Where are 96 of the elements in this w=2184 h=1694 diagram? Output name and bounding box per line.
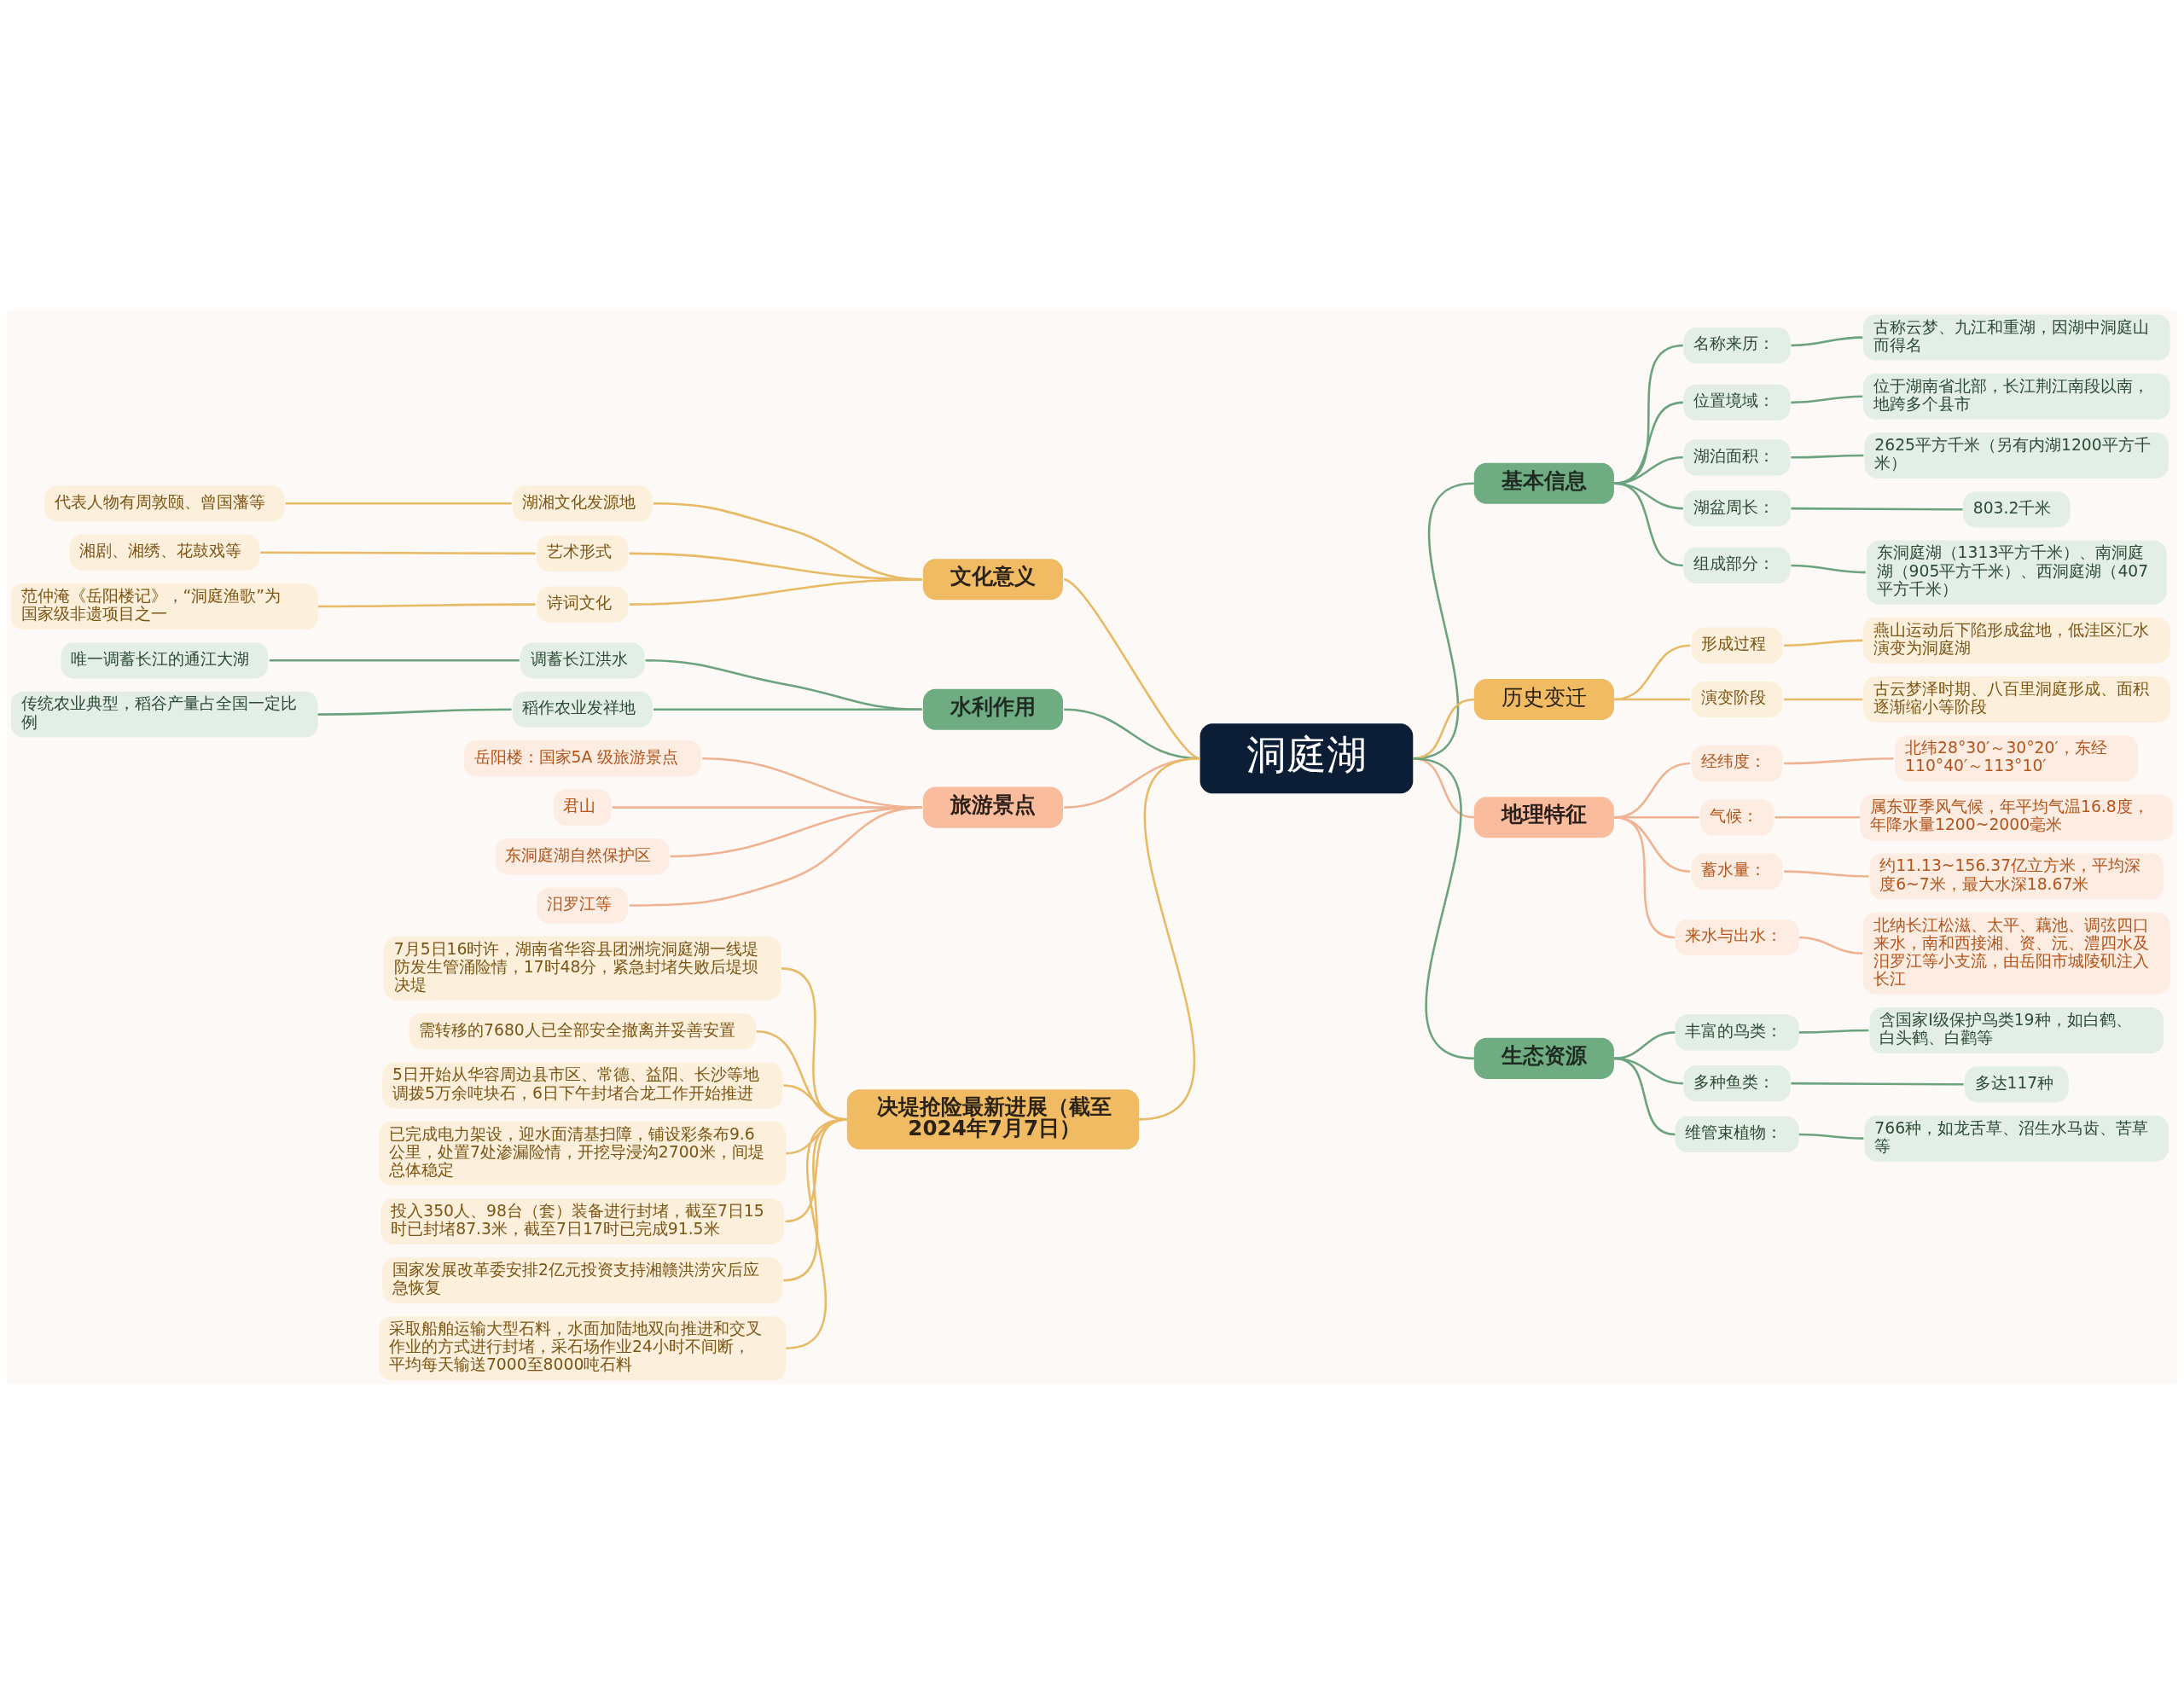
node-box: 艺术形式 (537, 535, 629, 571)
node-box: 含国家Ⅰ级保护鸟类19种，如白鹤、白头鹤、白鹳等 (1869, 1007, 2164, 1053)
node-box: 来水与出水： (1675, 919, 1799, 955)
node-box: 名称来历： (1683, 327, 1791, 363)
node-box: 7月5日16时许，湖南省华容县团洲垸洞庭湖一线堤防发生管涌险情，17时48分，紧急封堵失败后堤坝决堤 (384, 936, 781, 1001)
node-box: 803.2千米 (1963, 490, 2071, 527)
connector (260, 550, 536, 554)
node-box: 丰富的鸟类： (1675, 1013, 1799, 1050)
connector (1784, 639, 1863, 647)
connector (285, 502, 512, 505)
node-box: 北纳长江松滋、太平、藕池、调弦四口来水，南和西接湘、资、沅、澧四水及汨罗江等小支流，由岳阳市城陵矶注入长江 (1862, 912, 2170, 995)
connector (1774, 815, 1861, 819)
node-box: 君山 (553, 789, 612, 826)
connector (317, 602, 536, 607)
node-box: 国家发展改革委安排2亿元投资支持湘赣洪涝灾后应急恢复 (382, 1256, 783, 1303)
node-box: 文化意义 (922, 558, 1063, 600)
connector (1613, 698, 1690, 700)
connector (1613, 401, 1683, 484)
node-box: 演变阶段 (1691, 681, 1783, 717)
connector (317, 707, 512, 716)
connector (1798, 936, 1863, 954)
connector (645, 658, 922, 711)
connector (1413, 757, 1475, 1059)
node-box: 2625平方千米（另有内湖1200平方千米） (1864, 432, 2169, 479)
node-box: 汨罗江等 (537, 886, 629, 924)
connector (269, 658, 520, 662)
node-box: 传统农业典型，稻谷产量占全国一定比例 (10, 691, 318, 738)
connector (1784, 698, 1863, 700)
node-box: 燕山运动后下陷形成盆地，低洼区汇水演变为洞庭湖 (1862, 617, 2170, 664)
connector (1784, 757, 1894, 764)
node-box: 湖湘文化发源地 (512, 484, 653, 521)
connector (786, 1117, 848, 1349)
connector (1613, 482, 1683, 566)
node-box: 代表人物有周敦颐、曾国藩等 (44, 484, 285, 521)
node-box: 多种鱼类： (1683, 1065, 1791, 1101)
node-box: 旅游景点 (922, 786, 1063, 828)
connector (1791, 507, 1963, 511)
node-box: 气候： (1699, 798, 1774, 835)
connector (1064, 757, 1200, 809)
connector (1791, 335, 1863, 346)
node-box: 湖盆周长： (1683, 490, 1791, 526)
node-box: 766种，如龙舌草、沼生水马齿、苦草等 (1864, 1115, 2169, 1162)
node-box: 采取船舶运输大型石料，水面加陆地双向推进和交叉作业的方式进行封堵，采石场作业24小时不间断，平均每天输送7000至8000吨石料 (379, 1315, 787, 1380)
node-box: 约11.13~156.37亿立方米，平均深度6~7米，最大水深18.67米 (1869, 853, 2164, 899)
node-box: 蓄水量： (1691, 853, 1783, 890)
connector (1784, 869, 1869, 878)
connector (1798, 1029, 1869, 1034)
node-box: 投入350人、98台（套）装备进行封堵，截至7日15时已封堵87.3米，截至7日17时已完成91.5米 (380, 1198, 784, 1244)
connector (1613, 643, 1691, 700)
node-box: 水利作用 (922, 688, 1063, 730)
node-box: 需转移的7680人已全部安全撤离并妥善安置 (409, 1012, 757, 1049)
connector (1613, 344, 1684, 484)
node-box: 范仲淹《岳阳楼记》，“洞庭渔歌”为国家级非遗项目之一 (10, 583, 318, 629)
node-box: 基本信息 (1473, 462, 1614, 504)
connector (629, 577, 922, 606)
node-box: 岳阳楼：国家5A 级旅游景点 (463, 740, 701, 776)
connector (1791, 395, 1863, 403)
node-box: 属东亚季风气候，年平均气温16.8度，年降水量1200~2000毫米 (1860, 793, 2174, 840)
node-box: 生态资源 (1473, 1037, 1614, 1079)
node-box: 调蓄长江洪水 (520, 641, 645, 678)
connector (1791, 454, 1864, 459)
connector (1613, 1030, 1676, 1059)
node-box: 组成部分： (1683, 547, 1791, 583)
node-box: 东洞庭湖自然保护区 (495, 838, 670, 874)
connector (1413, 757, 1474, 819)
node-box: 5日开始从华容周边县市区、常德、益阳、长沙等地调拨5万余吨块石，6日下午封堵合龙工作开始推进 (382, 1062, 783, 1108)
connector (653, 707, 922, 711)
node-box: 历史变迁 (1473, 678, 1614, 720)
node-box: 古称云梦、九江和重湖，因湖中洞庭山而得名 (1862, 314, 2170, 361)
connector (1798, 1133, 1864, 1140)
node-box: 湘剧、湘绣、花鼓戏等 (69, 534, 260, 571)
node-box: 维管束植物： (1675, 1116, 1799, 1152)
node-box: 形成过程 (1691, 627, 1783, 664)
node-box: 地理特征 (1473, 796, 1614, 838)
connector (1791, 1082, 1964, 1086)
node-box: 北纬28°30′～30°20′，东经110°40′～113°10′ (1895, 734, 2139, 781)
node-box: 唯一调蓄长江的通江大湖 (61, 641, 269, 678)
node-box: 位置境域： (1683, 384, 1791, 421)
connector (629, 805, 922, 907)
connector (1791, 564, 1866, 573)
node-box: 古云梦泽时期、八百里洞庭形成、面积逐渐缩小等阶段 (1862, 676, 2170, 722)
node-box: 稻作农业发祥地 (512, 691, 653, 728)
node-box: 湖泊面积： (1683, 438, 1791, 475)
node-box: 多达117种 (1964, 1065, 2069, 1102)
node-box: 决堤抢险最新进展（截至2024年7月7日） (846, 1088, 1140, 1149)
connector (1063, 577, 1201, 759)
connector (1138, 757, 1200, 1121)
node-box: 位于湖南省北部，长江荆江南段以南，地跨多个县市 (1862, 373, 2170, 420)
node-box: 诗词文化 (537, 586, 629, 623)
node-box: 洞庭湖 (1199, 722, 1414, 793)
node-box: 已完成电力架设，迎水面清基扫障，铺设彩条布9.6公里，处置7处渗漏险情，开挖导浸沟2700米，间堤总体稳定 (379, 1121, 787, 1186)
connector (1613, 1057, 1676, 1135)
connector (1613, 455, 1683, 484)
connector (1613, 815, 1676, 938)
node-box: 东洞庭湖（1313平方千米）、南洞庭湖（905平方千米）、西洞庭湖（407平方千米） (1866, 540, 2167, 605)
node-box: 经纬度： (1691, 745, 1783, 781)
